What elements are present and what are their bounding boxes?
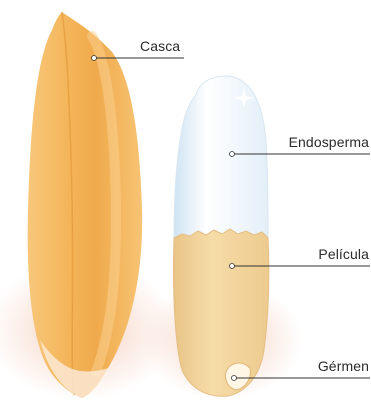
milled-grain bbox=[173, 76, 268, 396]
label-husk: Casca bbox=[140, 38, 180, 54]
dot-husk bbox=[92, 56, 97, 61]
label-bran: Película bbox=[318, 246, 369, 262]
dot-germ bbox=[232, 376, 237, 381]
label-endosperm: Endosperma bbox=[289, 134, 369, 150]
dot-bran bbox=[230, 264, 235, 269]
dot-endosperm bbox=[230, 152, 235, 157]
label-germ: Gérmen bbox=[318, 358, 369, 374]
